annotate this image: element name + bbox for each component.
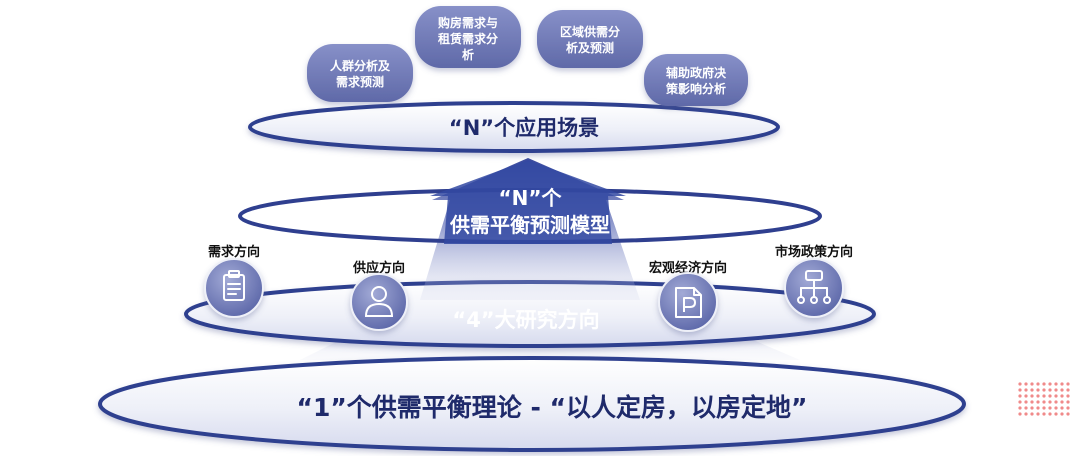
clipboard-icon — [223, 270, 245, 301]
scenario-bubble: 区域供需分 析及预测 — [537, 10, 643, 68]
bubble-text-line: 购房需求与 — [438, 15, 498, 30]
direction-label: 供应方向 — [352, 260, 405, 276]
top-ring: “N”个应用场景 — [248, 101, 780, 153]
bubble-text-line: 析 — [462, 47, 474, 62]
model-arrow — [430, 160, 626, 244]
model-ring-label-1: “N”个 — [498, 186, 562, 210]
bubble-text-line: 策影响分析 — [666, 81, 726, 96]
bubble-text-line: 需求预测 — [336, 74, 384, 89]
scenario-bubble: 辅助政府决 策影响分析 — [644, 54, 748, 106]
person-icon — [364, 286, 394, 317]
scenario-bubble: 人群分析及 需求预测 — [307, 44, 413, 102]
bubble-text-line: 区域供需分 — [560, 24, 620, 39]
bubble-text-line: 租赁需求分 — [438, 31, 498, 46]
direction-supply: 供应方向 — [350, 260, 408, 331]
bubble-text-line: 人群分析及 — [330, 58, 391, 73]
model-ring-label-2: 供需平衡预测模型 — [449, 213, 610, 237]
decorative-dot-grid — [1018, 382, 1070, 416]
direction-label: 宏观经济方向 — [649, 260, 727, 276]
top-ring-label: “N”个应用场景 — [449, 116, 599, 140]
direction-policy: 市场政策方向 — [775, 244, 853, 318]
document-p-icon — [675, 287, 702, 318]
base-ring-label: “1”个供需平衡理论 - “以人定房，以房定地” — [297, 393, 808, 422]
base-ring: “1”个供需平衡理论 - “以人定房，以房定地” — [98, 356, 966, 452]
direction-macro: 宏观经济方向 — [649, 260, 727, 332]
direction-label: 市场政策方向 — [775, 244, 853, 260]
direction-demand: 需求方向 — [204, 244, 264, 318]
direction-label: 需求方向 — [208, 244, 260, 260]
bubble-text-line: 辅助政府决 — [666, 65, 727, 80]
directions-ring-label: “4”大研究方向 — [452, 308, 599, 332]
hierarchy-icon — [797, 270, 831, 304]
scenario-bubble: 购房需求与 租赁需求分 析 — [415, 6, 521, 68]
bubble-text-line: 析及预测 — [566, 40, 614, 55]
